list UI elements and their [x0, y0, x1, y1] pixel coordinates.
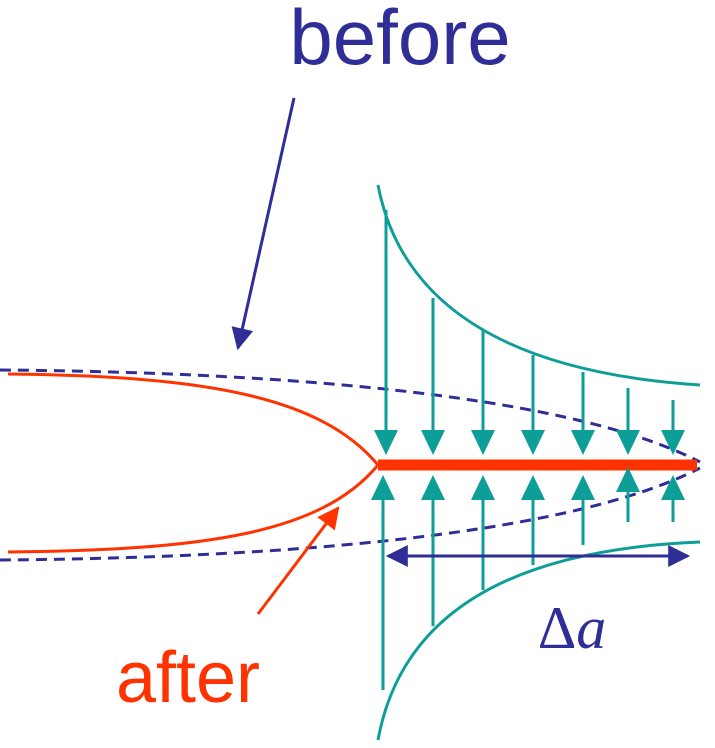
stress-envelope-upper: [376, 184, 701, 387]
delta-variable: a: [576, 595, 606, 661]
before-pointer-arrow: [231, 97, 296, 351]
stress-arrows-upper: [374, 210, 685, 455]
before-crack-upper-dashed: [0, 368, 701, 464]
before-label: before: [289, 0, 510, 81]
delta-symbol: Δ: [538, 595, 577, 661]
after-pointer-arrow: [256, 506, 340, 615]
after-crack-lower: [7, 464, 380, 554]
after-crack-upper: [7, 372, 380, 466]
after-label: after: [116, 638, 260, 718]
before-crack-lower-dashed: [0, 466, 701, 562]
delta-a-label: Δa: [538, 595, 607, 661]
stress-arrows-lower: [371, 467, 685, 690]
